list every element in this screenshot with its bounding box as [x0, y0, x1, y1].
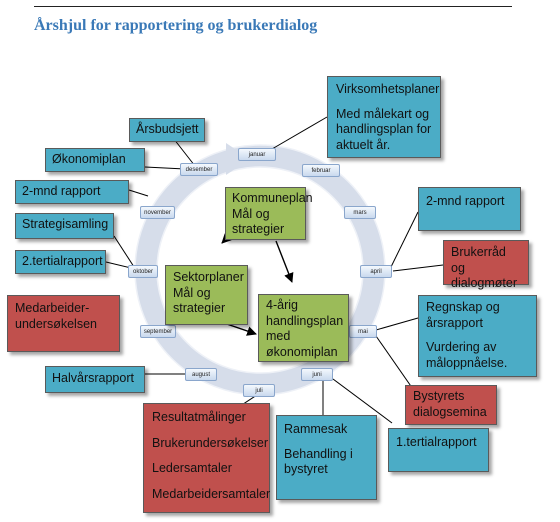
box-medarbeiderundersokelsen: Medarbeider- undersøkelsen	[7, 295, 120, 352]
page-title: Årshjul for rapportering og brukerdialog	[34, 17, 318, 34]
box-kommuneplan: Kommuneplan Mål og strategier	[225, 187, 313, 240]
box-resultatmalinger: Resultatmålinger Brukerundersøkelser Led…	[143, 403, 270, 513]
month-september: september	[140, 325, 176, 338]
box-handlingsplan-line1: 4-årig	[266, 298, 298, 312]
box-resultatmalinger-line2: Brukerundersøkelser	[152, 435, 269, 450]
box-brukerrad: Brukerråd og dialogmøter	[443, 240, 529, 290]
box-brukerrad-line2: dialogmøter	[451, 276, 517, 291]
month-juli: juli	[243, 384, 275, 397]
box-bystyrets-dialogsemina: Bystyrets dialogsemina	[405, 385, 497, 425]
box-halvarsrapport-text: Halvårsrapport	[52, 371, 134, 385]
box-medarbeiderundersokelsen-line2: undersøkelsen	[15, 316, 97, 331]
box-rammesak-line1: Rammesak	[284, 422, 348, 436]
box-virksomhetsplaner-line1: Virksomhetsplaner	[336, 82, 440, 96]
box-2mnd-rapport-left-text: 2-mnd rapport	[22, 184, 101, 198]
box-brukerrad-line1: Brukerråd og	[451, 245, 506, 275]
box-resultatmalinger-line4: Medarbeidersamtaler	[152, 486, 271, 501]
box-resultatmalinger-line3: Ledersamtaler	[152, 461, 232, 476]
box-sektorplaner: Sektorplaner Mål og strategier	[165, 265, 248, 325]
month-mars: mars	[344, 206, 376, 219]
month-august: august	[185, 368, 217, 381]
box-kommuneplan-line2: Mål og	[232, 206, 270, 221]
box-arsbudsjett-text: Årsbudsjett	[136, 122, 199, 136]
box-handlingsplan-line4: økonomiplan	[266, 344, 338, 359]
box-halvarsrapport: Halvårsrapport	[45, 366, 145, 393]
box-handlingsplan-line2: handlingsplan	[266, 313, 344, 328]
box-bystyrets-line1: Bystyrets	[413, 389, 465, 403]
box-virksomhetsplaner-line2: Med målekart og handlingsplan for aktuel…	[336, 106, 432, 152]
box-medarbeiderundersokelsen-line1: Medarbeider-	[15, 301, 90, 315]
box-sektorplaner-line2: Mål og	[173, 285, 211, 300]
box-regnskap-line2: Vurdering av måloppnåelse.	[426, 340, 508, 370]
box-handlingsplan: 4-årig handlingsplan med økonomiplan	[258, 294, 349, 362]
box-regnskap: Regnskap og årsrapport Vurdering av målo…	[418, 295, 537, 377]
box-kommuneplan-line3: strategier	[232, 222, 285, 237]
box-sektorplaner-line1: Sektorplaner	[173, 270, 244, 284]
month-februar: februar	[302, 164, 340, 177]
box-rammesak-line2: Behandling i bystyret	[284, 446, 353, 477]
box-arsbudsjett: Årsbudsjett	[129, 118, 205, 142]
month-desember: desember	[180, 163, 218, 176]
box-strategisamling-text: Strategisamling	[22, 217, 109, 231]
month-april: april	[360, 265, 392, 278]
box-regnskap-line1: Regnskap og årsrapport	[426, 300, 500, 330]
box-okonomiplan-text: Økonomiplan	[52, 152, 126, 166]
box-resultatmalinger-line1: Resultatmålinger	[152, 410, 246, 424]
box-2-tertialrapport-text: 2.tertialrapport	[22, 254, 103, 268]
box-2mnd-rapport-right: 2-mnd rapport	[418, 187, 521, 231]
top-rule	[34, 6, 512, 7]
box-kommuneplan-line1: Kommuneplan	[232, 191, 313, 205]
month-januar: januar	[238, 148, 276, 161]
box-okonomiplan: Økonomiplan	[45, 148, 145, 172]
box-1-tertialrapport: 1.tertialrapport	[388, 428, 489, 472]
month-november: november	[140, 206, 175, 219]
box-strategisamling: Strategisamling	[15, 213, 114, 239]
box-handlingsplan-line3: med	[266, 329, 291, 344]
box-rammesak: Rammesak Behandling i bystyret	[276, 415, 377, 500]
box-bystyrets-line2: dialogsemina	[413, 404, 487, 419]
box-virksomhetsplaner: Virksomhetsplaner Med målekart og handli…	[327, 76, 441, 158]
box-1-tertialrapport-text: 1.tertialrapport	[396, 435, 477, 449]
box-2mnd-rapport-right-text: 2-mnd rapport	[426, 194, 505, 208]
month-mai: mai	[349, 325, 377, 338]
month-oktober: oktober	[128, 265, 158, 278]
month-juni: juni	[301, 368, 333, 381]
box-sektorplaner-line3: strategier	[173, 301, 226, 316]
box-2mnd-rapport-left: 2-mnd rapport	[15, 180, 129, 204]
box-2-tertialrapport: 2.tertialrapport	[15, 250, 106, 274]
